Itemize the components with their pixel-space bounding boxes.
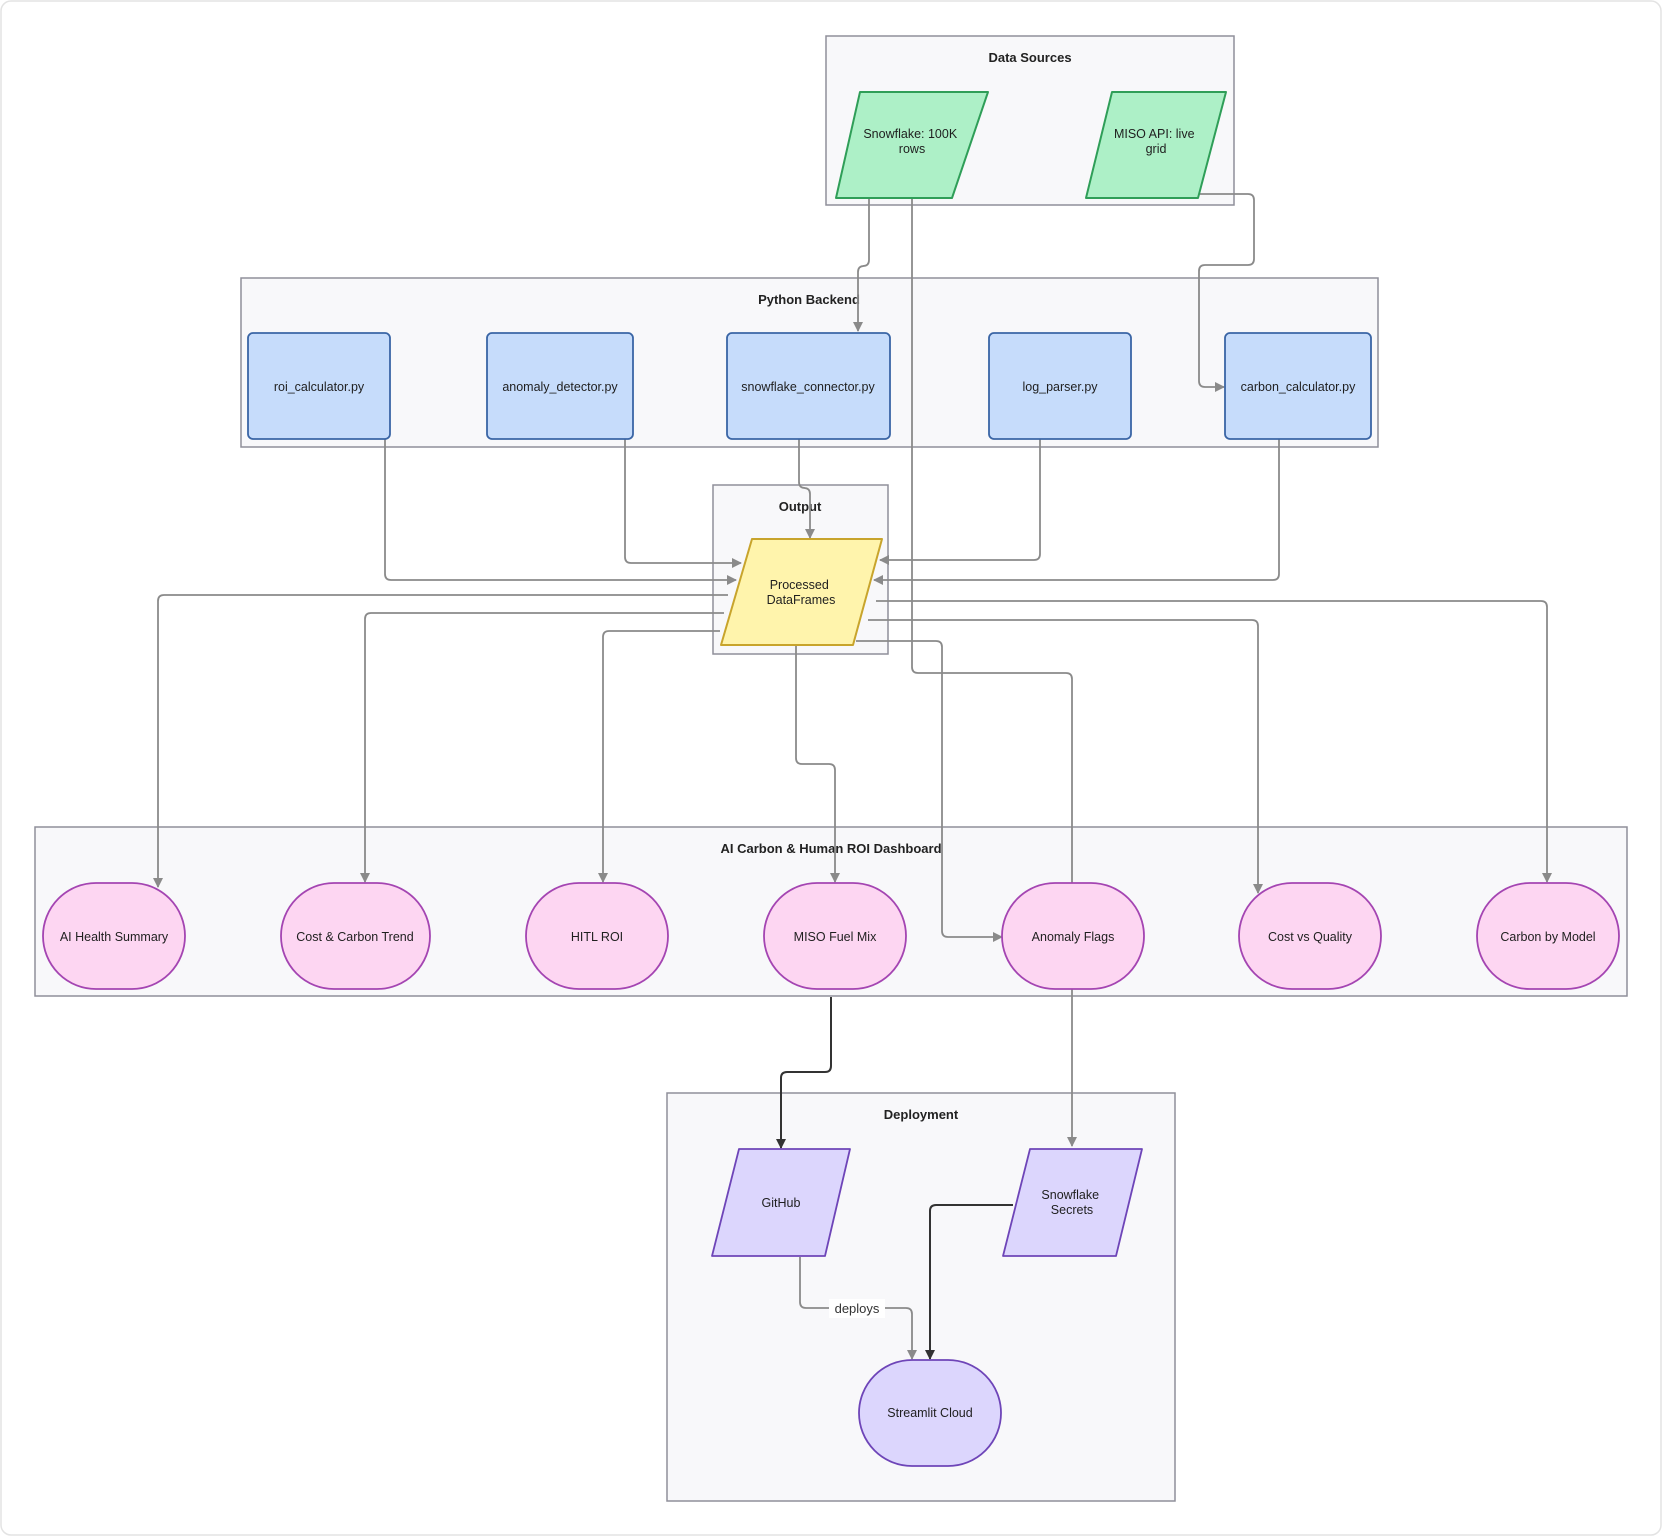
node-shape [247, 332, 391, 440]
node-hitl-roi[interactable]: HITL ROI [525, 882, 669, 990]
node-shape [726, 332, 891, 440]
node-shape [42, 882, 186, 990]
group-title-dashboard: AI Carbon & Human ROI Dashboard [720, 841, 941, 856]
edge-dataframes-to-hitl-roi [598, 630, 720, 883]
node-label: Anomaly Flags [1032, 930, 1115, 944]
edge-miso-fuel-mix-to-github [776, 997, 832, 1149]
node-label-line: Snowflake: 100K [863, 127, 957, 141]
node-label: HITL ROI [571, 930, 623, 944]
node-shape [1238, 882, 1382, 990]
node-label: Snowflake Secrets [1041, 1188, 1102, 1217]
node-label: Carbon by Model [1500, 930, 1595, 944]
edge-dataframes-to-ai-health-summary [153, 594, 728, 888]
node-shape [1224, 332, 1372, 440]
node-shape [1085, 91, 1227, 199]
node-label: log_parser.py [1022, 380, 1098, 394]
edge-dataframes-to-miso-fuel-mix [795, 646, 840, 883]
node-label-line: Secrets [1051, 1203, 1093, 1217]
edge-label-background [829, 1299, 885, 1318]
node-miso-fuel-mix[interactable]: MISO Fuel Mix [763, 882, 907, 990]
node-label: Streamlit Cloud [887, 1406, 972, 1420]
group-title-python-backend: Python Backend [758, 292, 860, 307]
edge-snowflake-to-snowflake-secrets [911, 198, 1077, 1147]
group-title-deployment: Deployment [884, 1107, 959, 1122]
edge-label-deploys: deploys [835, 1301, 880, 1316]
node-snowflake[interactable]: Snowflake: 100K rows [835, 91, 989, 199]
edge-snowflake-secrets-to-streamlit-cloud [925, 1204, 1013, 1360]
node-cost-carbon-trend[interactable]: Cost & Carbon Trend [280, 882, 431, 990]
edge-dataframes-to-cost-vs-quality [868, 619, 1263, 894]
node-label-line: DataFrames [767, 593, 836, 607]
node-label: carbon_calculator.py [1241, 380, 1356, 394]
node-shape [486, 332, 634, 440]
node-anomaly-detector[interactable]: anomaly_detector.py [486, 332, 634, 440]
node-shape [711, 1148, 851, 1257]
edge-carbon-calculator-to-dataframes [873, 438, 1280, 585]
node-shape [835, 91, 989, 199]
edge-roi-to-dataframes [384, 438, 737, 585]
edge-dataframes-to-carbon-by-model [876, 600, 1552, 883]
node-processed-dataframes[interactable]: Processed DataFrames [720, 538, 883, 646]
node-label: GitHub [762, 1196, 801, 1210]
edge-dataframes-to-cost-carbon-trend [360, 612, 724, 883]
node-label-line: grid [1146, 142, 1167, 156]
node-anomaly-flags[interactable]: Anomaly Flags [1001, 882, 1145, 990]
node-shape [1001, 882, 1145, 990]
node-cost-vs-quality[interactable]: Cost vs Quality [1238, 882, 1382, 990]
node-miso-api[interactable]: MISO API: live grid [1085, 91, 1227, 199]
node-streamlit-cloud[interactable]: Streamlit Cloud [858, 1359, 1002, 1467]
group-title-data-sources: Data Sources [988, 50, 1071, 65]
node-carbon-by-model[interactable]: Carbon by Model [1476, 882, 1620, 990]
node-shape [763, 882, 907, 990]
node-shape [1002, 1148, 1143, 1257]
node-label: MISO Fuel Mix [794, 930, 877, 944]
node-label: Processed DataFrames [767, 578, 836, 607]
edge-connector-to-dataframes [798, 438, 815, 539]
edge-dataframes-to-anomaly-flags [856, 640, 1003, 942]
node-github[interactable]: GitHub [711, 1148, 851, 1257]
node-label-line: rows [899, 142, 925, 156]
node-shape [525, 882, 669, 990]
edge-miso-to-carbon-calculator [1198, 193, 1255, 392]
node-roi-calculator[interactable]: roi_calculator.py [247, 332, 391, 440]
node-label: Cost & Carbon Trend [296, 930, 413, 944]
node-snowflake-connector[interactable]: snowflake_connector.py [726, 332, 891, 440]
node-label-line: Processed [770, 578, 829, 592]
edge-snowflake-to-connector [853, 198, 870, 332]
node-label-line: Snowflake [1041, 1188, 1099, 1202]
group-title-output: Output [779, 499, 822, 514]
edge-log-parser-to-dataframes [879, 438, 1041, 565]
node-carbon-calculator[interactable]: carbon_calculator.py [1224, 332, 1372, 440]
node-shape [280, 882, 431, 990]
node-snowflake-secrets[interactable]: Snowflake Secrets [1002, 1148, 1143, 1257]
node-label: Cost vs Quality [1268, 930, 1353, 944]
node-ai-health-summary[interactable]: AI Health Summary [42, 882, 186, 990]
node-label: roi_calculator.py [274, 380, 365, 394]
node-log-parser[interactable]: log_parser.py [988, 332, 1132, 440]
node-label: snowflake_connector.py [741, 380, 875, 394]
edge-label-deploys-group: deploys [829, 1299, 885, 1318]
node-label: AI Health Summary [60, 930, 169, 944]
node-shape [1476, 882, 1620, 990]
edge-anomaly-detector-to-dataframes [624, 438, 742, 568]
node-shape [858, 1359, 1002, 1467]
node-label-line: MISO API: live [1114, 127, 1195, 141]
edges [153, 193, 1552, 1360]
node-shape [988, 332, 1132, 440]
node-label: anomaly_detector.py [502, 380, 618, 394]
node-label: Snowflake: 100K rows [863, 127, 960, 156]
nodes: Snowflake: 100K rows MISO API: live grid… [42, 91, 1620, 1467]
node-shape [720, 538, 883, 646]
node-label: MISO API: live grid [1114, 127, 1198, 156]
